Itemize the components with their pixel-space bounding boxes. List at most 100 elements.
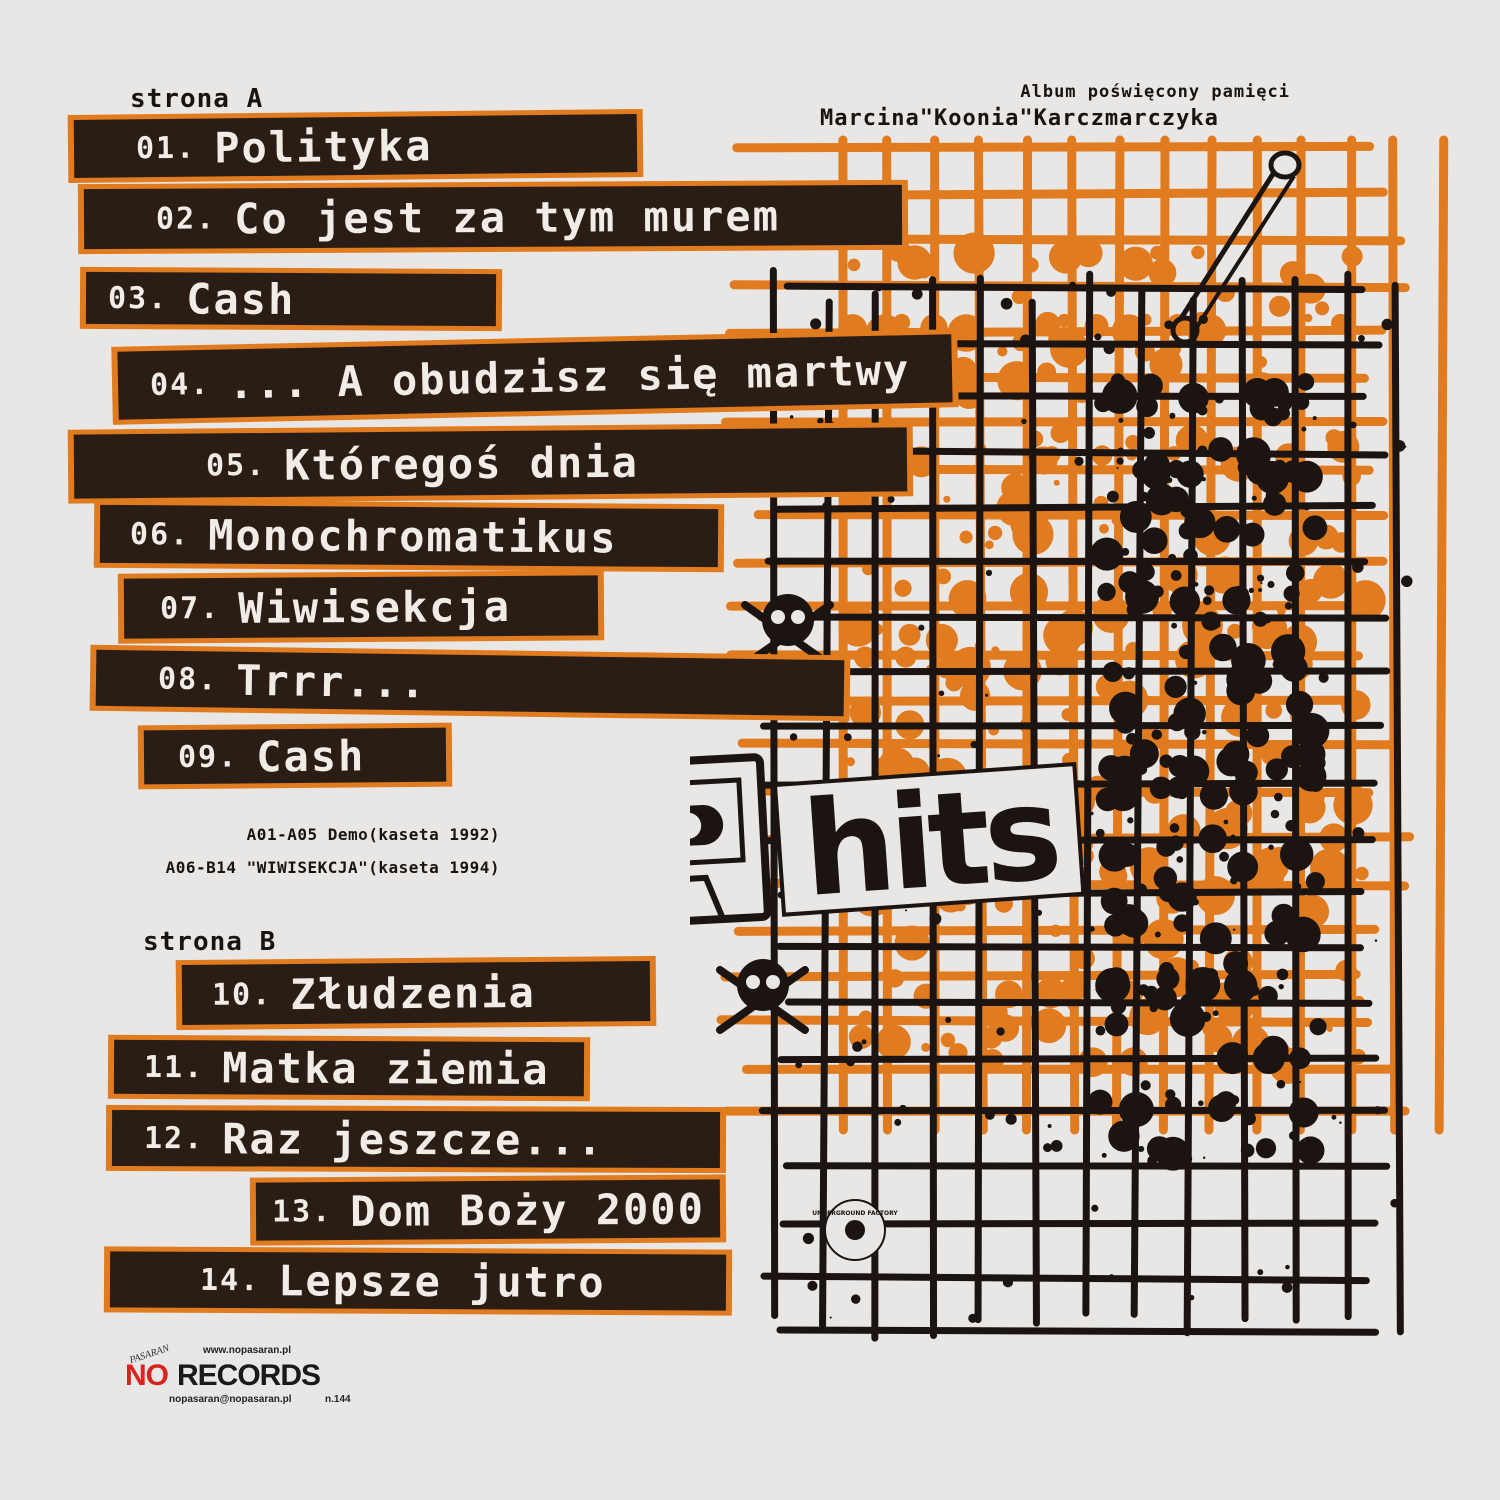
grid-line: [1111, 135, 1125, 1135]
splatter-dot: [1069, 281, 1077, 289]
splatter-dot: [1293, 791, 1326, 824]
splatter-dot: [1230, 834, 1236, 840]
splatter-dot: [1135, 883, 1148, 896]
track-number: 04.: [149, 366, 211, 403]
grid-line: [720, 416, 1388, 427]
splatter-dot: [1276, 1079, 1286, 1089]
splatter-dot: [1028, 456, 1031, 459]
grid-line: [784, 998, 1373, 1007]
track-strip: 02. Co jest za tym murem: [77, 179, 909, 255]
splatter-dot: [991, 646, 1000, 655]
splatter-dot: [1264, 920, 1290, 947]
splatter-dot: [1102, 661, 1123, 683]
grid-line: [882, 135, 892, 1135]
splatter-dot: [851, 1294, 861, 1304]
splatter-dot: [1276, 968, 1289, 981]
grunge-grid-artwork: hits UNDERGROUND FACTORY: [690, 135, 1449, 1342]
splatter-dot: [1126, 732, 1138, 745]
skull-crossbones-icon: [716, 959, 809, 1034]
grid-line: [760, 1272, 1370, 1285]
track-number: 03.: [107, 280, 169, 316]
splatter-dot: [847, 258, 861, 272]
splatter-dot: [1303, 503, 1311, 511]
track-number: 11.: [143, 1049, 205, 1085]
splatter-dot: [1206, 556, 1244, 594]
splatter-dot: [997, 346, 1008, 357]
splatter-dot: [1159, 502, 1166, 508]
splatter-dot: [921, 1042, 931, 1052]
splatter-dot: [1169, 412, 1176, 419]
splatter-dot: [1103, 343, 1115, 355]
splatter-dot: [1167, 882, 1197, 912]
track-strip: 10. Złudzenia: [175, 955, 657, 1031]
splatter-dot: [1143, 427, 1156, 439]
splatter-dot: [997, 361, 1037, 401]
splatter-dot: [1294, 395, 1310, 410]
splatter-dot: [1268, 295, 1291, 317]
splatter-dot: [1285, 916, 1321, 953]
splatter-dot: [1280, 745, 1304, 769]
splatter-dot: [1281, 1282, 1293, 1293]
splatter-dot: [1258, 587, 1263, 592]
track-strip: 03. Cash: [79, 266, 503, 332]
logo-no: NO: [125, 1359, 169, 1392]
splatter-dot: [1169, 586, 1201, 617]
splatter-dot: [1352, 561, 1364, 573]
splatter-dot: [1267, 580, 1275, 588]
splatter-dot: [1223, 951, 1249, 977]
splatter-dot: [1104, 1012, 1129, 1037]
splatter-dot: [1192, 898, 1199, 906]
track-strip: 12. Raz jeszcze...: [105, 1104, 727, 1174]
splatter-dot: [911, 288, 923, 300]
splatter-dot: [1000, 297, 1013, 310]
splatter-dot: [1050, 1140, 1063, 1152]
splatter-dot: [1204, 933, 1223, 951]
splatter-dot: [1312, 416, 1317, 421]
splatter-dot: [1074, 238, 1103, 268]
splatter-dot: [1229, 776, 1258, 806]
splatter-dot: [1164, 675, 1187, 698]
track-number: 10.: [211, 976, 273, 1013]
splatter-dot: [1005, 1113, 1017, 1125]
splatter-dot: [1091, 1204, 1099, 1212]
splatter-dot: [1095, 967, 1131, 1003]
splatter-dot: [861, 1039, 867, 1045]
splatter-dot: [1031, 1008, 1067, 1044]
splatter-dot: [1168, 835, 1184, 851]
splatter-dot: [1284, 602, 1293, 610]
splatter-dot: [1043, 615, 1084, 656]
splatter-dot: [1047, 1124, 1052, 1128]
splatter-dot: [1355, 866, 1369, 881]
splatter-dot: [1023, 257, 1039, 273]
splatter-dot: [1285, 819, 1297, 832]
splatter-dot: [1111, 517, 1119, 525]
splatter-dot: [1310, 749, 1318, 757]
track-number: 13.: [271, 1193, 333, 1230]
splatter-dot: [1211, 842, 1222, 853]
splatter-dot: [1401, 575, 1413, 588]
splatter-dot: [1208, 437, 1233, 462]
splatter-dot: [843, 733, 852, 742]
splatter-dot: [1152, 986, 1177, 1011]
splatter-dot: [1315, 301, 1330, 316]
splatter-dot: [874, 283, 883, 292]
splatter-dot: [1358, 334, 1365, 342]
splatter-dot: [1270, 634, 1306, 669]
splatter-dot: [1183, 548, 1198, 563]
notes-line-1: A01-A05 Demo(kaseta 1992): [246, 825, 500, 844]
splatter-dot: [1302, 515, 1328, 541]
splatter-dot: [894, 925, 930, 961]
splatter-dot: [1246, 724, 1270, 748]
splatter-dot: [845, 757, 856, 767]
splatter-dot: [1137, 984, 1150, 996]
splatter-dot: [807, 1280, 818, 1291]
splatter-dot: [1170, 570, 1182, 581]
splatter-dot: [1116, 467, 1119, 470]
grid-line: [726, 601, 1370, 611]
splatter-dot: [1193, 680, 1198, 685]
splatter-dot: [1333, 785, 1373, 825]
track-title: Któregoś dnia: [283, 437, 640, 490]
svg-text:UNDERGROUND FACTORY: UNDERGROUND FACTORY: [812, 1210, 898, 1217]
splatter-dot: [1249, 858, 1285, 894]
splatter-dot: [1193, 582, 1199, 587]
